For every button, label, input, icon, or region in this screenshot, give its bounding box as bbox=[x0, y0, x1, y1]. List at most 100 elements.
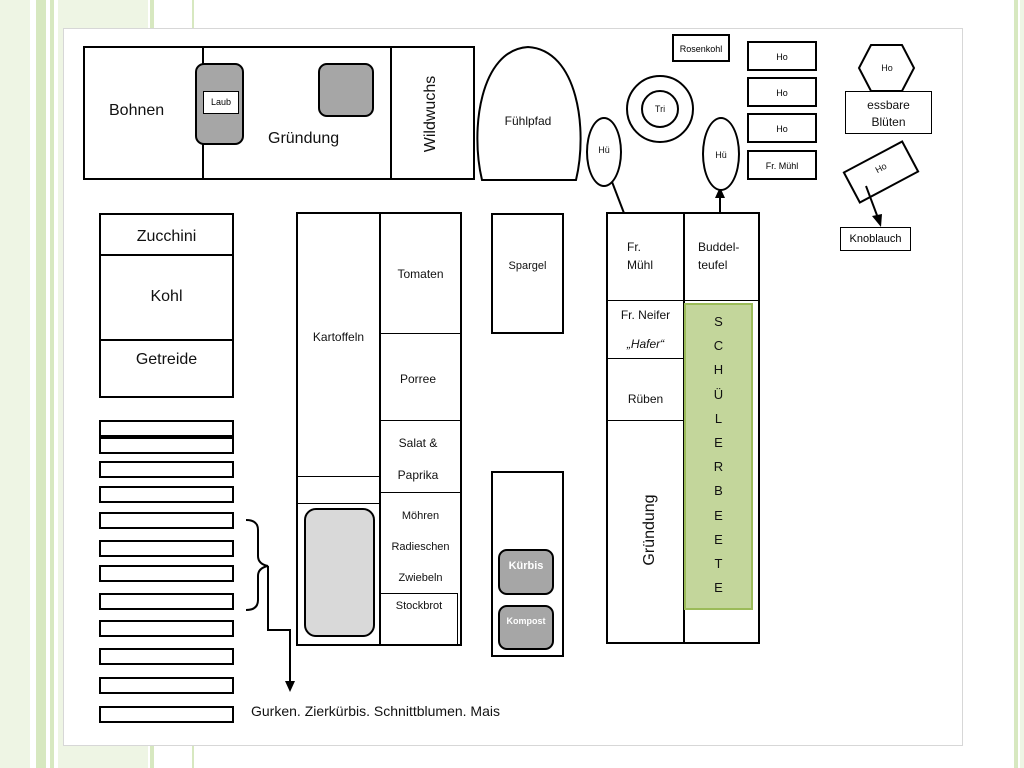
knoblauch-box: Knoblauch bbox=[840, 227, 911, 251]
plank-bed bbox=[99, 486, 234, 503]
schuelerbeete-letter: L bbox=[714, 410, 723, 426]
zucchini-divider bbox=[99, 254, 234, 256]
tomaten-divider bbox=[380, 333, 461, 334]
hue-left-bed bbox=[586, 117, 622, 187]
kompost-bed: Kompost bbox=[498, 605, 554, 650]
bottom-caption: Gurken. Zierkürbis. Schnittblumen. Mais bbox=[251, 703, 500, 719]
plank-bed bbox=[99, 593, 234, 610]
ho-bed-1: Ho bbox=[747, 41, 817, 71]
schuelerbeete-letter: R bbox=[713, 459, 724, 475]
tomaten-label: Tomaten bbox=[397, 267, 444, 281]
stockbrot-box bbox=[380, 593, 458, 645]
fr-neifer-label: Fr. Neifer bbox=[620, 308, 671, 322]
schuelerbeete-letter: E bbox=[714, 580, 723, 596]
top-bed-block bbox=[83, 46, 475, 180]
schuelerbeete-letter: S bbox=[714, 314, 723, 329]
left-stripe-1 bbox=[0, 0, 30, 768]
plank-bed bbox=[99, 540, 234, 557]
plank-bed bbox=[99, 512, 234, 529]
planks-arrow-line bbox=[267, 566, 291, 686]
kartoffeln-vertical-divider bbox=[379, 212, 381, 646]
tri-label: Tri bbox=[654, 104, 666, 114]
radieschen-label: Radieschen bbox=[391, 541, 450, 553]
moehren-label: Möhren bbox=[401, 510, 440, 522]
right-stripe-1 bbox=[1014, 0, 1018, 768]
ho-bed-3: Ho bbox=[747, 113, 817, 143]
kuerbis-bed: Kürbis bbox=[498, 549, 554, 595]
rosenkohl-bed: Rosenkohl bbox=[672, 34, 730, 62]
salat-label: Salat & bbox=[398, 436, 438, 450]
hue-left-label: Hü bbox=[598, 145, 610, 155]
plank-bed bbox=[99, 677, 234, 694]
hue-right-label: Hü bbox=[715, 150, 727, 160]
left-stripe-2 bbox=[36, 0, 46, 768]
zucchini-kohl-getreide-block bbox=[99, 213, 234, 398]
schuelerbeete-letters: S C H Ü L E R B E E T E bbox=[684, 310, 753, 600]
essbare-blueten-label: essbare Blüten bbox=[867, 98, 910, 129]
stockbrot-label: Stockbrot bbox=[395, 600, 443, 612]
right-block-divider-1 bbox=[607, 300, 759, 301]
spargel-bed bbox=[491, 213, 564, 334]
compost-bed-top bbox=[318, 63, 374, 117]
plank-bed bbox=[99, 461, 234, 478]
schuelerbeete-letter: C bbox=[713, 338, 724, 354]
plank-bed bbox=[99, 437, 234, 454]
fr-muehl-small-bed: Fr. Mühl bbox=[747, 150, 817, 180]
rueben-label: Rüben bbox=[627, 392, 664, 406]
bohnen-label: Bohnen bbox=[109, 102, 165, 119]
right-block-divider-2 bbox=[607, 358, 684, 359]
schuelerbeete-letter: E bbox=[714, 531, 723, 547]
paprika-label: Paprika bbox=[397, 468, 439, 482]
zucchini-label: Zucchini bbox=[136, 228, 197, 245]
schuelerbeete-letter: E bbox=[714, 435, 723, 451]
fuehlpfad-label: Fühlpfad bbox=[504, 114, 552, 128]
schuelerbeete-bed bbox=[684, 303, 753, 610]
planks-brace bbox=[245, 519, 269, 611]
right-stripe-2 bbox=[1020, 0, 1024, 768]
salat-divider bbox=[380, 492, 461, 493]
laub-label: Laub bbox=[203, 91, 239, 114]
getreide-label: Getreide bbox=[135, 351, 198, 368]
bed-divider-2 bbox=[390, 46, 392, 180]
gruendung-top-label: Gründung bbox=[268, 130, 340, 147]
plank-bed bbox=[99, 706, 234, 723]
arrow-hue-right-head bbox=[715, 187, 725, 198]
schuelerbeete-letter: Ü bbox=[713, 386, 724, 402]
plank-bed bbox=[99, 620, 234, 637]
right-block-divider-3 bbox=[607, 420, 684, 421]
porree-divider bbox=[380, 420, 461, 421]
ho-bed-2: Ho bbox=[747, 77, 817, 107]
left-stripe-3 bbox=[50, 0, 54, 768]
schuelerbeete-letter: T bbox=[714, 556, 723, 572]
hafer-label: „Hafer“ bbox=[626, 337, 665, 351]
ho-hexagon-label: Ho bbox=[881, 63, 893, 73]
hue-right-bed bbox=[702, 117, 740, 191]
kartoffeln-divider-top bbox=[297, 476, 380, 477]
buddelteufel-label-2: teufel bbox=[698, 258, 728, 272]
spargel-label: Spargel bbox=[508, 260, 547, 272]
arrow-knoblauch-head bbox=[872, 214, 882, 227]
zwiebeln-label: Zwiebeln bbox=[398, 572, 443, 584]
fr-muehl-label-2: Mühl bbox=[627, 258, 654, 272]
tri-inner-ring bbox=[641, 90, 679, 128]
kohl-label: Kohl bbox=[150, 288, 183, 305]
schuelerbeete-letter: B bbox=[714, 483, 723, 499]
arrow-knoblauch bbox=[865, 185, 879, 219]
porree-label: Porree bbox=[399, 372, 437, 386]
plank-bed bbox=[99, 420, 234, 437]
gruendung-right-label: Gründung bbox=[641, 494, 658, 566]
schuelerbeete-letter: H bbox=[713, 362, 724, 378]
fuehlpfad-shape bbox=[476, 45, 582, 181]
fr-muehl-label: Fr. bbox=[627, 240, 641, 254]
buddelteufel-label: Buddel- bbox=[698, 240, 740, 254]
plank-bed bbox=[99, 648, 234, 665]
ho-tilted-bed bbox=[842, 140, 920, 204]
light-grey-bed bbox=[304, 508, 375, 637]
kohl-divider bbox=[99, 339, 234, 341]
planks-arrow-head bbox=[285, 681, 295, 692]
kartoffeln-divider-bottom bbox=[297, 503, 380, 504]
plank-bed bbox=[99, 565, 234, 582]
kartoffeln-label: Kartoffeln bbox=[312, 330, 365, 344]
essbare-blueten-box bbox=[845, 91, 932, 134]
